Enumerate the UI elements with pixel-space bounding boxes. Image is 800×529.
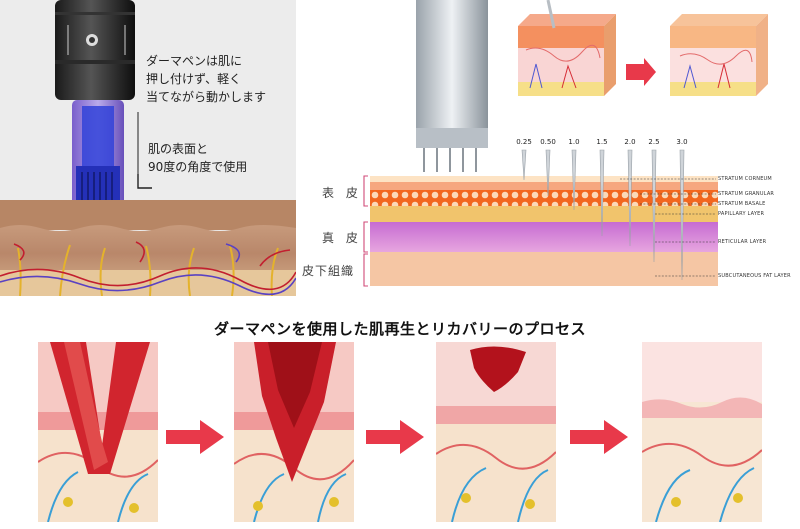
caption-pressure: ダーマペンは肌に 押し付けず、軽く 当てながら動かします bbox=[146, 52, 266, 106]
dermapen-device-graphic bbox=[0, 0, 296, 296]
caption-pressure-line-1: ダーマペンは肌に bbox=[146, 54, 243, 68]
layer-en-stratum-corneum: STRATUM CORNEUM bbox=[718, 176, 772, 182]
healing-stage-1 bbox=[38, 342, 158, 522]
layer-en-stratum-granular: STRATUM GRANULAR bbox=[718, 191, 775, 197]
caption-angle-line-1: 肌の表面と bbox=[148, 142, 209, 156]
caption-angle: 肌の表面と 90度の角度で使用 bbox=[148, 140, 247, 176]
depth-label-3-0: 3.0 bbox=[676, 138, 688, 146]
layer-label-epidermis: 表 皮 bbox=[322, 186, 362, 200]
healing-stage-3 bbox=[436, 342, 556, 522]
healing-stage-2 bbox=[234, 342, 354, 522]
stage-1-illustration bbox=[38, 342, 158, 522]
needle-depth-panel: 0.25 0.50 1.0 1.5 2.0 2.5 3.0 表 皮 真 皮 皮下… bbox=[300, 0, 800, 292]
device-illustration-panel: ダーマペンは肌に 押し付けず、軽く 当てながら動かします 肌の表面と 90度の角… bbox=[0, 0, 296, 296]
caption-pressure-line-2: 押し付けず、軽く bbox=[146, 72, 242, 86]
skin-layer-diagram bbox=[363, 0, 768, 287]
layer-en-reticular: RETICULAR LAYER bbox=[718, 239, 767, 245]
depth-label-1-5: 1.5 bbox=[596, 138, 608, 146]
depth-label-2-0: 2.0 bbox=[624, 138, 636, 146]
arrow-2-icon bbox=[366, 420, 424, 458]
caption-angle-line-2: 90度の角度で使用 bbox=[148, 160, 248, 174]
depth-label-0-25: 0.25 bbox=[516, 138, 532, 146]
layer-en-subcutaneous-fat: SUBCUTANEOUS FAT LAYER bbox=[718, 273, 791, 279]
layer-label-subcutis: 皮下組織 bbox=[302, 264, 355, 278]
arrow-1-icon bbox=[166, 420, 224, 458]
process-title: ダーマペンを使用した肌再生とリカバリーのプロセス bbox=[213, 320, 586, 338]
layer-label-dermis: 真 皮 bbox=[322, 231, 362, 245]
healing-stage-4 bbox=[642, 342, 762, 522]
caption-pressure-line-3: 当てながら動かします bbox=[146, 90, 267, 104]
depth-label-1-0: 1.0 bbox=[568, 138, 580, 146]
arrow-3-icon bbox=[570, 420, 628, 458]
stage-3-illustration bbox=[436, 342, 556, 522]
layer-en-papillary: PAPILLARY LAYER bbox=[718, 211, 765, 217]
stage-4-illustration bbox=[642, 342, 762, 522]
layer-en-stratum-basale: STRATUM BASALE bbox=[718, 201, 766, 207]
stage-2-illustration bbox=[234, 342, 354, 522]
depth-label-0-50: 0.50 bbox=[540, 138, 556, 146]
depth-label-2-5: 2.5 bbox=[648, 138, 660, 146]
